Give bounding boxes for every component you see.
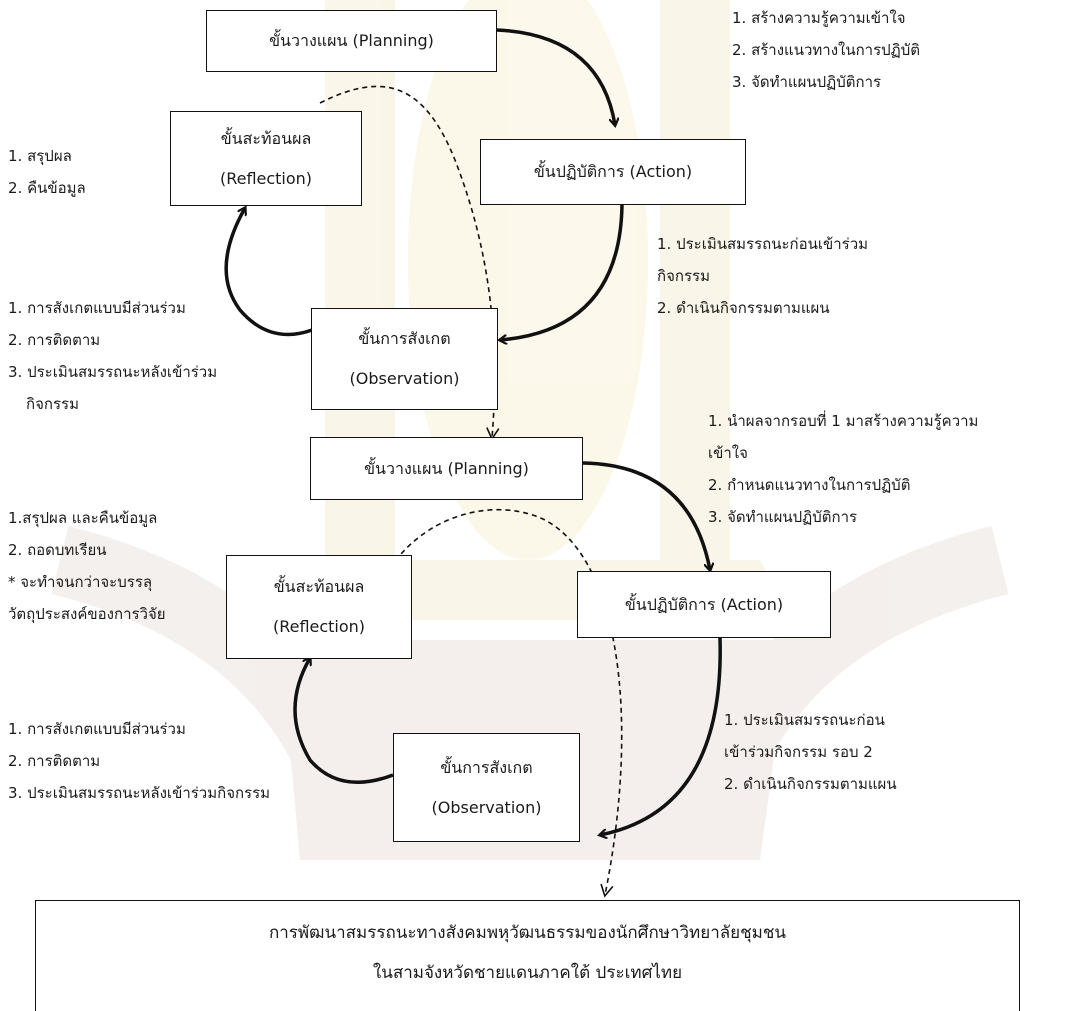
- final-outcome-box: การพัฒนาสมรรถนะทางสังคมพหุวัฒนธรรมของนัก…: [35, 900, 1020, 1011]
- note-line: 2. ดำเนินกิจกรรมตามแผน: [657, 299, 830, 317]
- planning-box-1: ขั้นวางแผน (Planning): [206, 10, 497, 72]
- note-line: 1. นำผลจากรอบที่ 1 มาสร้างความรู้ความ: [708, 412, 979, 430]
- note-line: * จะทำจนกว่าจะบรรลุ: [8, 573, 153, 591]
- note-line: 2. ดำเนินกิจกรรมตามแผน: [724, 775, 897, 793]
- note-line: 1. การสังเกตแบบมีส่วนร่วม: [8, 720, 186, 738]
- reflection-box-2-subtitle: (Reflection): [272, 617, 366, 636]
- action-box-1-label: ขั้นปฏิบัติการ (Action): [533, 162, 693, 181]
- note-line: กิจกรรม: [657, 267, 710, 285]
- action-box-1: ขั้นปฏิบัติการ (Action): [480, 139, 746, 205]
- reflection-1-notes: 1. สรุปผล 2. คืนข้อมูล: [8, 140, 86, 204]
- note-line: 3. ประเมินสมรรถนะหลังเข้าร่วมกิจกรรม: [8, 784, 271, 802]
- observation-box-1: ขั้นการสังเกต (Observation): [311, 308, 498, 410]
- planning-2-notes: 1. นำผลจากรอบที่ 1 มาสร้างความรู้ความ เข…: [708, 405, 978, 533]
- note-line: 1. ประเมินสมรรถนะก่อนเข้าร่วม: [657, 235, 869, 253]
- observation-box-1-subtitle: (Observation): [349, 369, 460, 388]
- arrow-action2-to-observe2: [600, 637, 722, 835]
- note-line: 3. จัดทำแผนปฏิบัติการ: [708, 508, 858, 526]
- note-line: 2. กำหนดแนวทางในการปฏิบัติ: [708, 476, 911, 494]
- note-line: เข้าใจ: [708, 444, 748, 462]
- note-line: 2. คืนข้อมูล: [8, 179, 86, 197]
- action-box-2: ขั้นปฏิบัติการ (Action): [577, 571, 831, 638]
- reflection-2-notes: 1.สรุปผล และคืนข้อมูล 2. ถอดบทเรียน * จะ…: [8, 502, 166, 630]
- observation-box-2-title: ขั้นการสังเกต: [440, 757, 533, 777]
- reflection-box-1: ขั้นสะท้อนผล (Reflection): [170, 111, 362, 206]
- arrow-observe2-to-reflect2: [293, 658, 394, 784]
- action-2-notes: 1. ประเมินสมรรถนะก่อน เข้าร่วมกิจกรรม รอ…: [724, 704, 897, 800]
- reflection-box-2-title: ขั้นสะท้อนผล: [273, 577, 365, 596]
- arrow-plan1-to-action1: [496, 28, 615, 125]
- arrow-reflect2-to-final: [389, 508, 623, 898]
- note-line: 1. สรุปผล: [8, 147, 72, 165]
- final-outcome-line-1: การพัฒนาสมรรถนะทางสังคมพหุวัฒนธรรมของนัก…: [268, 923, 787, 943]
- arrow-action1-to-observe1: [500, 204, 624, 340]
- note-line: 1. การสังเกตแบบมีส่วนร่วม: [8, 299, 186, 317]
- note-line: 1.สรุปผล และคืนข้อมูล: [8, 509, 158, 527]
- note-line: 2. สร้างแนวทางในการปฏิบัติ: [732, 41, 921, 59]
- note-line: กิจกรรม: [26, 395, 79, 413]
- note-line: 2. ถอดบทเรียน: [8, 541, 107, 559]
- planning-box-2: ขั้นวางแผน (Planning): [310, 437, 583, 500]
- note-line: 3. ประเมินสมรรถนะหลังเข้าร่วม: [8, 363, 218, 381]
- note-line: 1. สร้างความรู้ความเข้าใจ: [732, 9, 906, 27]
- reflection-box-1-title: ขั้นสะท้อนผล: [220, 128, 312, 148]
- observation-1-notes: 1. การสังเกตแบบมีส่วนร่วม 2. การติดตาม 3…: [8, 292, 217, 420]
- reflection-box-2: ขั้นสะท้อนผล (Reflection): [226, 555, 412, 659]
- planning-box-1-label: ขั้นวางแผน (Planning): [269, 31, 434, 50]
- planning-1-notes: 1. สร้างความรู้ความเข้าใจ 2. สร้างแนวทาง…: [732, 2, 920, 98]
- note-line: วัตถุประสงค์ของการวิจัย: [8, 605, 166, 623]
- planning-box-2-label: ขั้นวางแผน (Planning): [364, 458, 529, 478]
- note-line: 1. ประเมินสมรรถนะก่อน: [724, 711, 885, 729]
- note-line: 2. การติดตาม: [8, 752, 101, 770]
- note-line: เข้าร่วมกิจกรรม รอบ 2: [724, 743, 873, 761]
- observation-box-2-subtitle: (Observation): [431, 797, 542, 817]
- arrow-observe1-to-reflect1: [224, 208, 313, 337]
- reflection-box-1-subtitle: (Reflection): [219, 168, 313, 188]
- arrow-plan2-to-action2: [582, 461, 710, 570]
- note-line: 3. จัดทำแผนปฏิบัติการ: [732, 73, 882, 91]
- action-box-2-label: ขั้นปฏิบัติการ (Action): [624, 594, 784, 614]
- observation-box-2: ขั้นการสังเกต (Observation): [393, 733, 580, 842]
- final-outcome-line-2: ในสามจังหวัดชายแดนภาคใต้ ประเทศไทย: [372, 963, 683, 983]
- observation-2-notes: 1. การสังเกตแบบมีส่วนร่วม 2. การติดตาม 3…: [8, 713, 270, 809]
- note-line: 2. การติดตาม: [8, 331, 101, 349]
- action-1-notes: 1. ประเมินสมรรถนะก่อนเข้าร่วม กิจกรรม 2.…: [657, 228, 868, 324]
- observation-box-1-title: ขั้นการสังเกต: [358, 329, 451, 348]
